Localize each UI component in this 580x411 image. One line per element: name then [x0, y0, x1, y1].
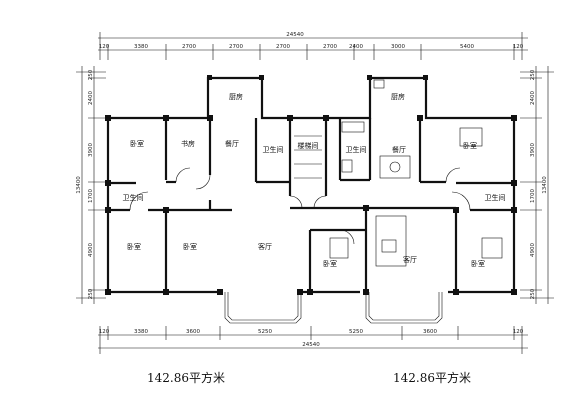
- room-label-bedroom: 卧室: [183, 242, 197, 251]
- right-dimension-lines: [520, 66, 554, 304]
- top-dim-segment: 5400: [460, 44, 474, 50]
- top-total-dimension: 24540: [286, 32, 304, 38]
- left-dim-segment: 250: [88, 288, 94, 299]
- right-dim-segment: 2400: [530, 91, 536, 105]
- right-dim-segment: 1700: [530, 189, 536, 203]
- bottom-dimension-lines: [98, 326, 528, 354]
- room-label-bedroom: 卧室: [127, 242, 141, 251]
- top-dim-segment: 120: [513, 44, 524, 50]
- room-label-bathroom: 卫生间: [485, 193, 506, 202]
- stair-lines: [294, 135, 322, 179]
- left-total-dimension: 13400: [76, 176, 82, 194]
- top-dim-segment: 2400: [349, 44, 363, 50]
- room-label-study: 书房: [181, 139, 195, 148]
- area-caption-left: 142.86平方米: [147, 370, 225, 385]
- door-swings: [129, 167, 471, 245]
- left-dim-segment: 4900: [88, 243, 94, 257]
- right-total-dimension: 13400: [542, 176, 548, 194]
- bottom-dim-segment: 5250: [258, 329, 272, 335]
- top-dim-segment: 3380: [134, 44, 148, 50]
- room-label-bedroom: 卧室: [130, 139, 144, 148]
- bottom-dim-segment: 3600: [423, 329, 437, 335]
- room-label-living: 客厅: [258, 242, 272, 251]
- bottom-dim-segment: 5250: [349, 329, 363, 335]
- left-dimension-lines: [76, 66, 106, 304]
- right-dim-segment: 250: [530, 69, 536, 80]
- room-label-kitchen: 厨房: [229, 92, 243, 101]
- room-label-bedroom: 卧室: [323, 259, 337, 268]
- right-dim-segment: 4900: [530, 243, 536, 257]
- furniture: [329, 79, 503, 267]
- room-label-bedroom: 卧室: [463, 141, 477, 150]
- interior-walls: [108, 118, 514, 292]
- top-dim-segment: 2700: [182, 44, 196, 50]
- bottom-dim-segment: 3600: [186, 329, 200, 335]
- left-dim-segment: 2400: [88, 91, 94, 105]
- room-label-bathroom: 卫生间: [263, 145, 284, 154]
- room-label-living: 客厅: [403, 255, 417, 264]
- room-label-bathroom: 卫生间: [123, 193, 144, 202]
- area-caption-right: 142.86平方米: [393, 370, 471, 385]
- top-dimension-lines: [98, 32, 528, 60]
- bottom-dim-segment: 120: [513, 329, 524, 335]
- room-label-kitchen: 厨房: [391, 92, 405, 101]
- top-dim-segment: 3000: [391, 44, 405, 50]
- bottom-dim-segment: 120: [99, 329, 110, 335]
- top-dim-segment: 2700: [276, 44, 290, 50]
- room-label-bathroom: 卫生间: [346, 145, 367, 154]
- right-dim-segment: 3900: [530, 143, 536, 157]
- top-dim-segment: 2700: [229, 44, 243, 50]
- bottom-dim-segment: 3380: [134, 329, 148, 335]
- room-label-bedroom: 卧室: [471, 259, 485, 268]
- room-label-stairwell: 楼梯间: [298, 141, 319, 150]
- room-label-dining: 餐厅: [392, 145, 406, 154]
- top-dim-segment: 2700: [323, 44, 337, 50]
- outer-walls: [106, 76, 516, 294]
- top-dim-segment: 120: [99, 44, 110, 50]
- left-dim-segment: 250: [88, 69, 94, 80]
- balconies: [224, 292, 443, 324]
- right-dim-segment: 250: [530, 288, 536, 299]
- left-dim-segment: 3900: [88, 143, 94, 157]
- structural-columns: [105, 75, 517, 295]
- bottom-total-dimension: 24540: [302, 342, 320, 348]
- left-dim-segment: 1700: [88, 189, 94, 203]
- room-label-dining: 餐厅: [225, 139, 239, 148]
